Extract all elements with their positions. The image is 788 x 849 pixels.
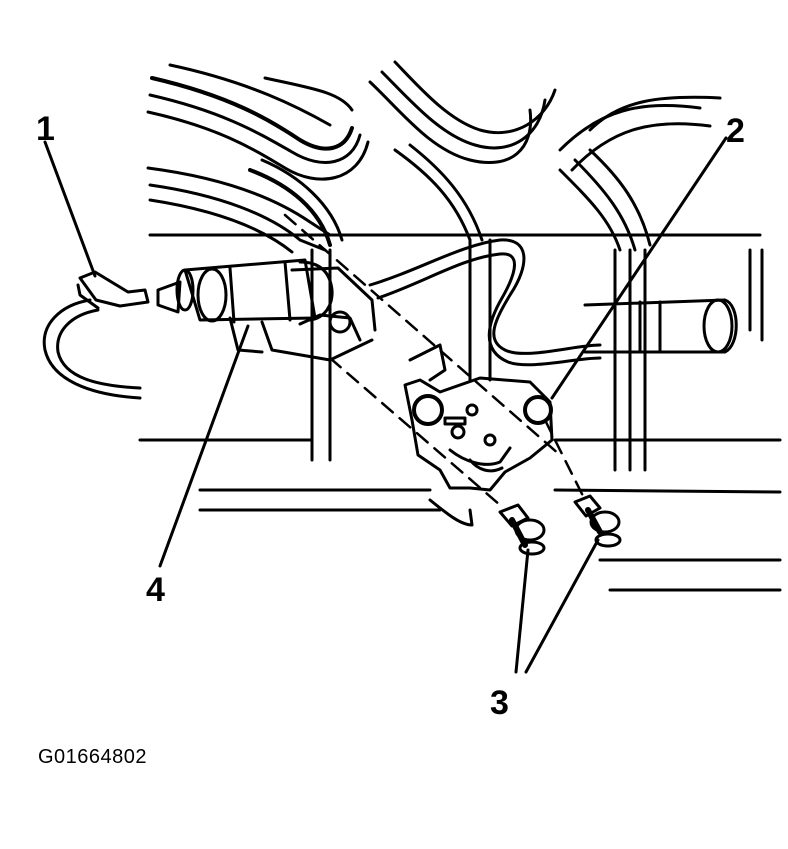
callout-3: 3 [490,684,509,722]
leader-lines [43,136,728,674]
alignment-dashed-lines [283,213,587,507]
panel-horizontal-lines [138,233,782,592]
leader-line-4 [158,324,250,568]
latch-assembly [403,343,554,492]
callout-1: 1 [36,110,55,148]
wire-harness [368,238,602,367]
body-panel-ribs [146,60,722,254]
leader-line-3b [524,538,600,674]
bumper-cylinder [583,298,738,354]
leader-line-3a [514,548,530,674]
callout-2: 2 [726,112,745,150]
leader-line-1 [43,140,97,278]
lock-actuator [156,258,377,362]
electrical-connector [42,270,150,400]
figure-id: G01664802 [38,746,148,768]
latch-bolts [498,494,622,556]
callout-4: 4 [146,571,165,609]
leader-line-2 [550,136,728,400]
